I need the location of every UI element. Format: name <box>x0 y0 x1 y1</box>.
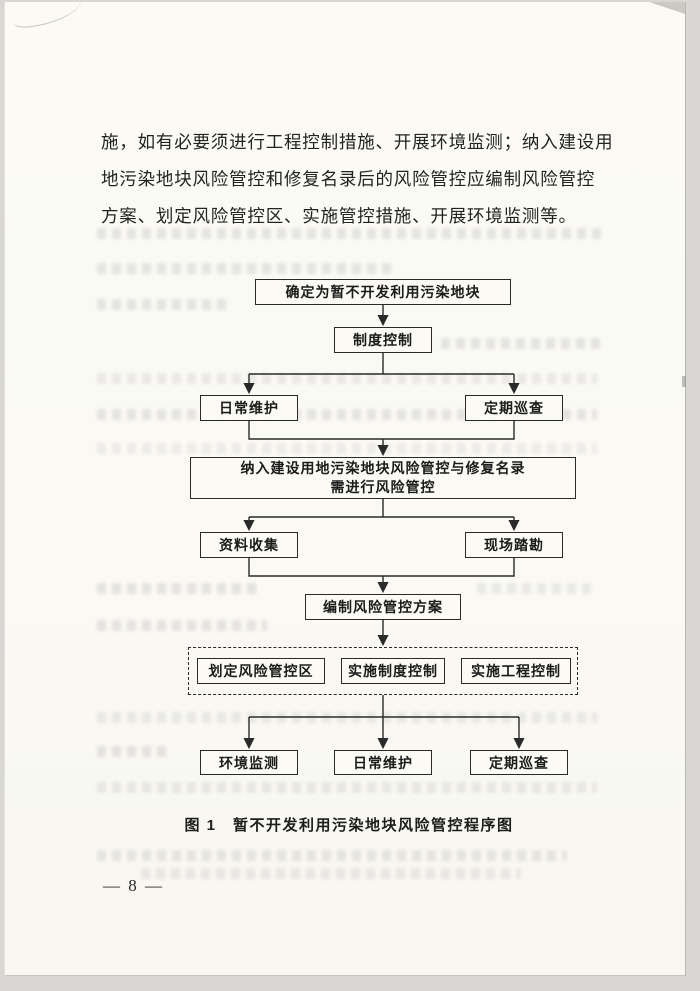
node-prepare-control-plan: 编制风险管控方案 <box>305 594 461 620</box>
node-periodic-inspection-1: 定期巡查 <box>465 395 563 421</box>
bleedthrough-artifact <box>97 583 257 594</box>
node-environmental-monitoring: 环境监测 <box>200 750 298 775</box>
bleedthrough-artifact <box>97 409 597 420</box>
bleedthrough-artifact <box>141 868 521 879</box>
figure-caption: 图 1 暂不开发利用污染地块风险管控程序图 <box>184 817 514 834</box>
bleedthrough-artifact <box>97 850 567 861</box>
corner-shadow-artifact <box>649 2 685 14</box>
node-inclusion-line1: 纳入建设用地污染地块风险管控与修复名录 <box>240 460 526 476</box>
bleedthrough-artifact <box>97 712 597 723</box>
paragraph-line-1: 施，如有必要须进行工程控制措施、开展环境监测；纳入建设用 <box>101 132 614 152</box>
bleedthrough-artifact <box>97 373 597 384</box>
bleedthrough-artifact <box>97 443 597 454</box>
bleedthrough-artifact <box>97 228 605 239</box>
node-delineate-control-zone: 划定风险管控区 <box>197 658 325 684</box>
paragraph-line-2: 地污染地块风险管控和修复名录后的风险管控应编制风险管控 <box>101 169 596 189</box>
node-implement-institutional-control: 实施制度控制 <box>341 658 445 684</box>
node-periodic-inspection-2: 定期巡查 <box>470 750 568 775</box>
body-paragraph: 施，如有必要须进行工程控制措施、开展环境监测；纳入建设用 地污染地块风险管控和修… <box>101 124 615 235</box>
bleedthrough-artifact <box>97 620 267 631</box>
edge-mark-artifact <box>682 376 686 387</box>
dashed-group-box <box>188 647 578 695</box>
bleedthrough-artifact <box>97 263 393 274</box>
node-implement-engineering-control: 实施工程控制 <box>461 658 571 684</box>
bleedthrough-artifact <box>477 583 597 594</box>
bleedthrough-artifact <box>97 782 597 793</box>
node-inclusion-line2: 需进行风险管控 <box>330 479 436 495</box>
page-curl-artifact <box>9 0 85 30</box>
page-number: — 8 — <box>103 876 164 895</box>
bleedthrough-artifact <box>441 338 605 349</box>
node-routine-maintenance-1: 日常维护 <box>200 395 298 421</box>
node-inclusion-in-register: 纳入建设用地污染地块风险管控与修复名录 需进行风险管控 <box>190 457 576 499</box>
node-determine-undeveloped-plot: 确定为暂不开发利用污染地块 <box>255 279 511 305</box>
node-institutional-control: 制度控制 <box>334 327 432 353</box>
node-routine-maintenance-2: 日常维护 <box>334 750 432 775</box>
node-site-survey: 现场踏勘 <box>465 532 563 558</box>
scanned-page: 施，如有必要须进行工程控制措施、开展环境监测；纳入建设用 地污染地块风险管控和修… <box>4 0 686 976</box>
paragraph-line-3: 方案、划定风险管控区、实施管控措施、开展环境监测等。 <box>101 206 577 226</box>
bleedthrough-artifact <box>97 746 169 757</box>
node-data-collection: 资料收集 <box>200 532 298 558</box>
bleedthrough-artifact <box>97 299 229 310</box>
